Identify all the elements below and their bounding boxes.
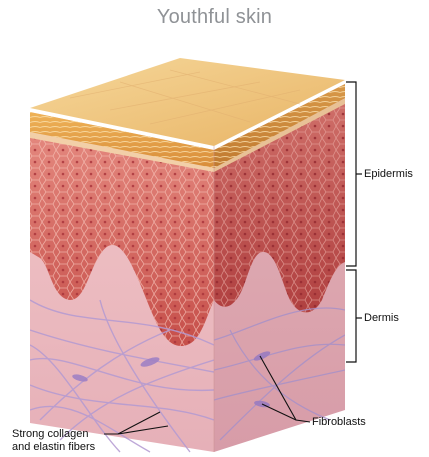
dermis-label: Dermis [364, 312, 399, 324]
fibers-label-line2: and elastin fibers [12, 441, 95, 453]
fibroblasts-label: Fibroblasts [312, 416, 366, 428]
fibers-label-line1: Strong collagen [12, 428, 88, 440]
epidermis-label: Epidermis [364, 168, 413, 180]
dermis-bracket [346, 270, 362, 362]
epidermis-bracket [346, 82, 362, 266]
front-face [30, 108, 214, 452]
